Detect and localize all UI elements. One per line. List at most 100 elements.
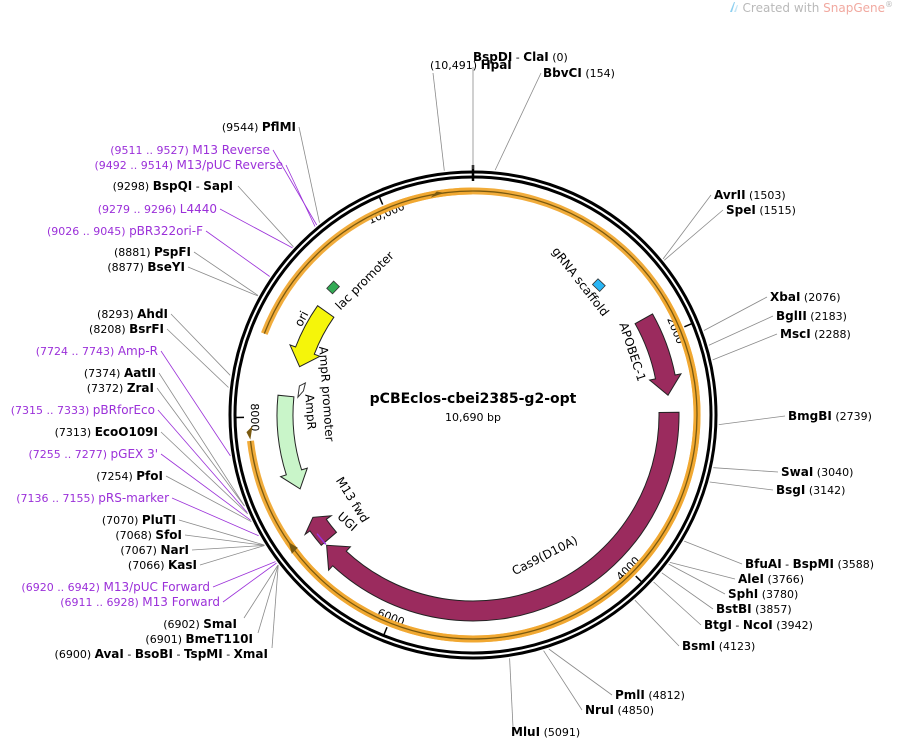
site-label: BmgBI (2739)	[788, 409, 872, 423]
left-site-bmet110i: (6901) BmeT110I	[145, 632, 253, 646]
left-site-leader-line	[158, 372, 245, 507]
left-site-m13-puc-forward: (6920 .. 6942) M13/pUC Forward	[21, 580, 210, 594]
ori-label: ori	[292, 309, 312, 329]
left-site-leader-line	[166, 328, 229, 388]
left-site-leader-line	[160, 453, 251, 521]
left-site-pgex-3-: (7255 .. 7277) pGEX 3'	[28, 447, 158, 461]
site-label: BstBI (3857)	[716, 602, 792, 616]
site-leader-line	[718, 415, 786, 425]
left-site-leader-line	[271, 565, 279, 649]
left-site-leader-line	[243, 564, 279, 619]
site-leader-line	[543, 650, 583, 711]
site-alei: AleI (3766)	[738, 572, 804, 586]
site-leader-line	[712, 333, 778, 361]
site-label: PmlI (4812)	[615, 688, 685, 702]
left-site-m13-reverse: (9511 .. 9527) M13 Reverse	[110, 143, 270, 157]
site-label: SwaI (3040)	[781, 465, 853, 479]
site-leader-line	[634, 599, 680, 647]
left-site-bsrfi: (8208) BsrFI	[89, 322, 164, 336]
left-site-bspqi: (9298) BspQI - SapI	[113, 179, 233, 193]
feature-lac-promoter-mark	[326, 280, 340, 295]
site-pmli: PmlI (4812)	[615, 688, 685, 702]
site-label: BglII (2183)	[776, 309, 847, 323]
left-site-leader-line	[237, 185, 294, 248]
left-site-zrai: (7372) ZraI	[87, 381, 154, 395]
left-site-leader-line	[156, 387, 245, 507]
site-btgi: BtgI - NcoI (3942)	[704, 618, 813, 632]
site-label: BsgI (3142)	[776, 483, 845, 497]
site-label: AleI (3766)	[738, 572, 804, 586]
left-site-leader-line	[257, 564, 279, 634]
left-site-ecoo109i: (7313) EcoO109I	[55, 425, 158, 439]
lac-promoter-label: lac promoter	[333, 249, 397, 313]
scale-tick	[684, 323, 693, 328]
watermark-mark: ®	[885, 0, 893, 9]
plasmid-size: 10,690 bp	[445, 411, 501, 424]
site-mlui: MluI (5091)	[511, 725, 580, 739]
left-site-pbr322ori-f: (9026 .. 9045) pBR322ori-F	[47, 224, 203, 238]
left-site-nari: (7067) NarI	[120, 543, 189, 557]
left-site-leader-line	[171, 497, 259, 537]
left-site-leader-line	[222, 562, 277, 603]
cas9-label: Cas9(D10A)	[510, 533, 580, 578]
left-site-leader-line	[212, 561, 276, 588]
site-leader-line	[713, 467, 779, 473]
site-label: AvrII (1503)	[714, 188, 786, 202]
site-leader-line	[661, 572, 714, 610]
feature-cas9-d10a--arrow	[326, 411, 680, 622]
left-site-prs-marker: (7136 .. 7155) pRS-marker	[16, 491, 169, 505]
watermark-brand: SnapGene	[823, 1, 885, 15]
site-label: BfuAI - BspMI (3588)	[745, 557, 874, 571]
site-leader-line	[709, 481, 774, 491]
scale-tick	[378, 196, 384, 205]
orf-arc-line	[249, 190, 698, 640]
site-avrii: AvrII (1503)	[714, 188, 786, 202]
site-bstbi: BstBI (3857)	[716, 602, 792, 616]
feature-ori-arrow	[289, 305, 335, 368]
left-site-aatii: (7374) AatII	[84, 366, 156, 380]
scale-tick	[635, 575, 642, 583]
site-bspdi: BspDI - ClaI (0)	[473, 50, 568, 64]
site-leader-line	[668, 563, 726, 595]
site-bfuai: BfuAI - BspMI (3588)	[745, 557, 874, 571]
site-leader-line	[669, 562, 736, 580]
plasmid-name: pCBEclos-cbei2385-g2-opt	[370, 391, 577, 407]
feature-ugi-arrow	[303, 515, 338, 547]
left-site-pspfi: (8881) PspFI	[114, 245, 191, 259]
grna-scaffold-label: gRNA scaffold	[549, 244, 612, 319]
scale-tick-label: 8000	[248, 403, 261, 431]
site-label: BsmI (4123)	[682, 639, 755, 653]
site-swai: SwaI (3040)	[781, 465, 853, 479]
ampr-promoter-label: AmpR promoter	[316, 346, 337, 442]
left-site-m13-forward: (6911 .. 6928) M13 Forward	[60, 595, 220, 609]
orf-arrowhead	[288, 542, 298, 554]
site-msci: MscI (2288)	[780, 327, 851, 341]
left-site-m13-puc-reverse: (9492 .. 9514) M13/pUC Reverse	[94, 158, 283, 172]
left-site-kasi: (7066) KasI	[128, 558, 197, 572]
left-site-leader-line	[298, 126, 320, 223]
site-label: NruI (4850)	[585, 703, 654, 717]
site-leader-line	[509, 658, 514, 728]
left-site-leader-line	[160, 350, 231, 457]
left-site-leader-line	[178, 519, 265, 546]
left-site-amp-r: (7724 .. 7743) Amp-R	[36, 344, 158, 358]
site-leader-line	[662, 194, 712, 260]
left-site-ahdi: (8293) AhdI	[97, 307, 168, 321]
site-label: BbvCI (154)	[543, 66, 615, 80]
left-site-leader-line	[205, 230, 270, 277]
left-site-leader-line	[165, 475, 252, 523]
site-leader-line	[494, 72, 542, 171]
site-leader-line	[663, 209, 724, 261]
feature-ampr-arrow	[276, 394, 309, 490]
site-leader-line	[548, 648, 613, 696]
left-site-pluti: (7070) PluTI	[102, 513, 176, 527]
site-xbai: XbaI (2076)	[770, 290, 840, 304]
site-leader-line	[684, 540, 743, 565]
scale-tick	[383, 626, 388, 635]
site-label: MscI (2288)	[780, 327, 851, 341]
left-site-leader-line	[219, 208, 293, 249]
left-site-smai: (6902) SmaI	[163, 617, 237, 631]
left-site-leader-line	[184, 534, 265, 546]
left-site-leader-line	[160, 431, 249, 515]
